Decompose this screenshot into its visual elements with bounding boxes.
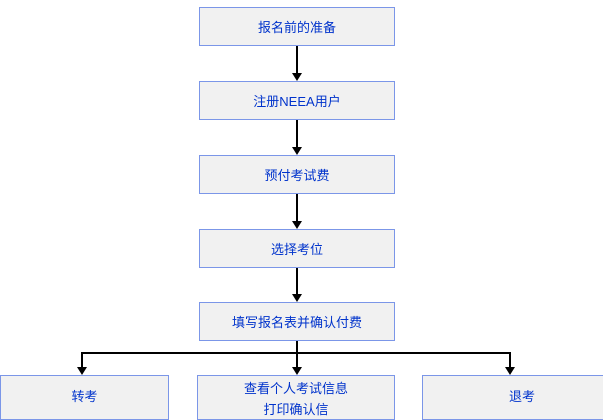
arrow-down-icon (505, 367, 515, 375)
step-fill-form-confirm-payment: 填写报名表并确认付费 (199, 302, 395, 341)
branch-stem-line (296, 341, 298, 367)
branch-transfer-exam: 转考 (0, 375, 169, 420)
arrow-down-icon (292, 147, 302, 155)
arrow-down-icon (292, 73, 302, 81)
branch-view-info-print-confirmation: 查看个人考试信息 打印确认信 (197, 375, 395, 420)
step-select-test-seat-label: 选择考位 (270, 242, 323, 257)
branch-left-drop-line (81, 352, 83, 367)
branch-withdraw-exam: 退考 (422, 375, 603, 420)
branch-withdraw-exam-label: 退考 (508, 389, 535, 404)
step-register-neea-user: 注册NEEA用户 (199, 81, 395, 120)
branch-horizontal-line (81, 352, 511, 354)
arrow-down-icon (292, 367, 302, 375)
step-select-test-seat: 选择考位 (199, 229, 395, 268)
arrow-down-icon (292, 221, 302, 229)
branch-view-info-line: 查看个人考试信息 (243, 381, 348, 396)
branch-transfer-exam-label: 转考 (71, 389, 98, 404)
step-preparation-label: 报名前的准备 (257, 20, 336, 35)
connector-line-2 (296, 120, 298, 147)
step-fill-form-confirm-payment-label: 填写报名表并确认付费 (231, 315, 362, 330)
connector-line-3 (296, 194, 298, 221)
connector-line-1 (296, 46, 298, 73)
step-register-neea-user-label: 注册NEEA用户 (253, 94, 341, 109)
arrow-down-icon (77, 367, 87, 375)
step-prepay-exam-fee-label: 预付考试费 (264, 168, 330, 183)
branch-right-drop-line (509, 352, 511, 367)
arrow-down-icon (292, 294, 302, 302)
connector-line-4 (296, 268, 298, 294)
branch-print-confirmation-line: 打印确认信 (263, 402, 329, 417)
step-prepay-exam-fee: 预付考试费 (199, 155, 395, 194)
step-preparation: 报名前的准备 (199, 7, 395, 46)
